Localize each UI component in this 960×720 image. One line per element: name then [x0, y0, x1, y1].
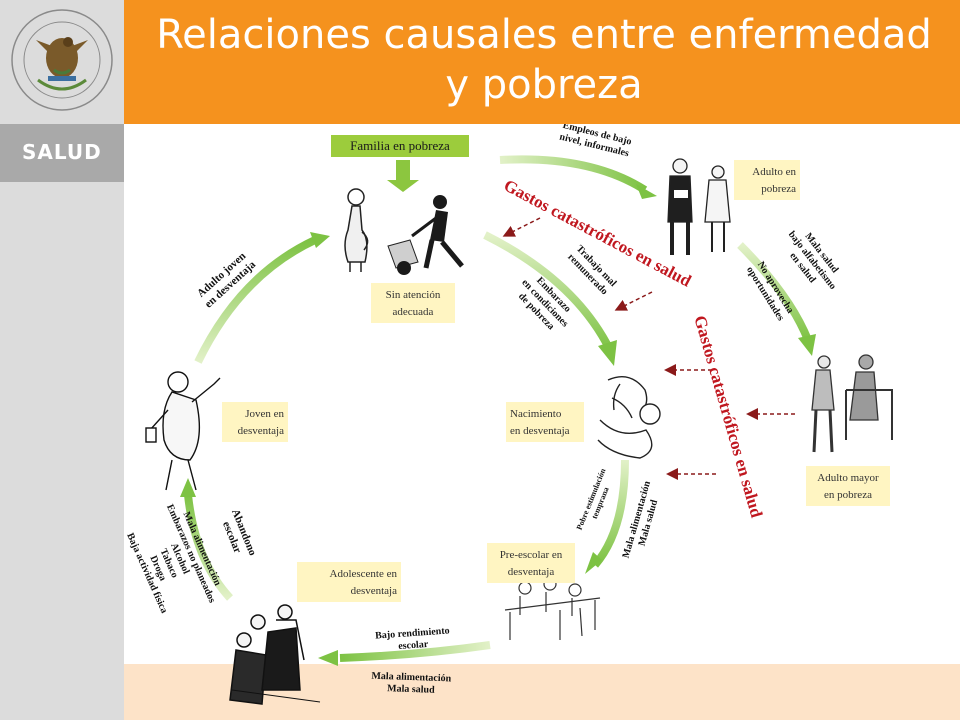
- elderly-walker-icon: [811, 354, 893, 453]
- sin-atencion-label-box: [371, 283, 455, 323]
- adolescente-label-line: Adolescente en: [330, 568, 398, 580]
- trabajo-mal-label: Trabajo malremunerado: [565, 243, 618, 297]
- brand-label: SALUD: [22, 140, 102, 164]
- adolescente-label-box: [297, 562, 401, 602]
- bajo-rendimiento-label-line: Bajo rendimiento: [375, 625, 450, 641]
- header-bar: [124, 0, 960, 124]
- joven-label: Joven en desventaja: [222, 402, 288, 442]
- adulto-mayor-label-line: en pobreza: [824, 489, 872, 501]
- bajo-rendimiento-label: Bajo rendimientoescolar: [375, 625, 451, 653]
- adulto-mayor-label-line: Adulto mayor: [817, 472, 879, 484]
- mala-salud-top-label: Mala saludbajo alfabetismoen salud: [776, 222, 847, 299]
- gastos-label-right: Gastos catastróficos en salud: [690, 313, 766, 520]
- salud-bar: [0, 124, 124, 182]
- empleos-label: Empleos de bajonivel, informales: [558, 124, 633, 159]
- sin-atencion-label-line: Sin atención: [386, 289, 441, 301]
- dashed-arrows: [502, 217, 795, 480]
- worker-cart-icon: [387, 195, 464, 275]
- adulto-mayor-label-box: [806, 466, 890, 506]
- adult-couple-icon: [667, 158, 731, 255]
- adulto-mayor-label: Adulto mayor en pobreza: [806, 466, 890, 506]
- sidebar: [0, 0, 124, 720]
- no-aprovecha-label: No aprovechaoportunidades: [744, 258, 796, 323]
- cycle-arrows: [180, 155, 816, 666]
- sin-atencion-label: Sin atención adecuada: [371, 283, 455, 323]
- mexico-seal-icon: [11, 9, 113, 111]
- preescolar-label: Pre-escolar en desventaja: [487, 543, 575, 583]
- young-man-icon: [145, 371, 221, 491]
- riesgos-label: Mala alimentaciónEmbarazos no planeadosA…: [124, 498, 228, 624]
- page-title: Relaciones causales entre enfermedad y p…: [156, 12, 932, 108]
- adulto-pobreza-label-line: pobreza: [761, 183, 796, 195]
- familia-label: Familia en pobreza: [331, 135, 469, 157]
- bajo-rendimiento-label-line: escolar: [398, 639, 429, 652]
- pobre-estimulacion-label: Pobre estimulacióntemprana: [575, 467, 617, 535]
- sin-atencion-label-line: adecuada: [393, 306, 434, 318]
- joven-label-line: desventaja: [238, 425, 285, 437]
- adulto-joven-label: Adulto jovenen desventaja: [194, 249, 259, 311]
- mala-alim-bottom-label: Mala alimentaciónMala salud: [371, 671, 452, 697]
- preescolar-label-line: Pre-escolar en: [500, 549, 563, 561]
- joven-label-line: Joven en: [245, 408, 284, 420]
- abandono-label: Abandonoescolar: [217, 508, 259, 563]
- embarazo-label: Embarazoen condicionesde pobreza: [511, 269, 579, 338]
- adolescents-icon: [229, 604, 321, 705]
- nacimiento-label: Nacimiento en desventaja: [506, 402, 584, 442]
- adolescente-label-line: desventaja: [351, 585, 398, 597]
- preescolar-label-line: desventaja: [508, 566, 555, 578]
- joven-label-box: [222, 402, 288, 442]
- nacimiento-label-line: en desventaja: [510, 425, 570, 437]
- mala-alim-bottom-label-line: Mala salud: [387, 683, 435, 696]
- adulto-pobreza-label: Adulto en pobreza: [734, 160, 800, 200]
- adulto-pobreza-label-line: Adulto en: [752, 166, 796, 178]
- preescolar-label-box: [487, 543, 575, 583]
- pregnant-woman-icon: [344, 188, 369, 272]
- mother-baby-icon: [597, 376, 661, 459]
- nacimiento-label-line: Nacimiento: [510, 408, 562, 420]
- adulto-pobreza-label-box: [734, 160, 800, 200]
- mala-alim-bottom-label-line: Mala alimentación: [371, 671, 451, 685]
- nacimiento-label-box: [506, 402, 584, 442]
- adolescente-label: Adolescente en desventaja: [297, 562, 401, 602]
